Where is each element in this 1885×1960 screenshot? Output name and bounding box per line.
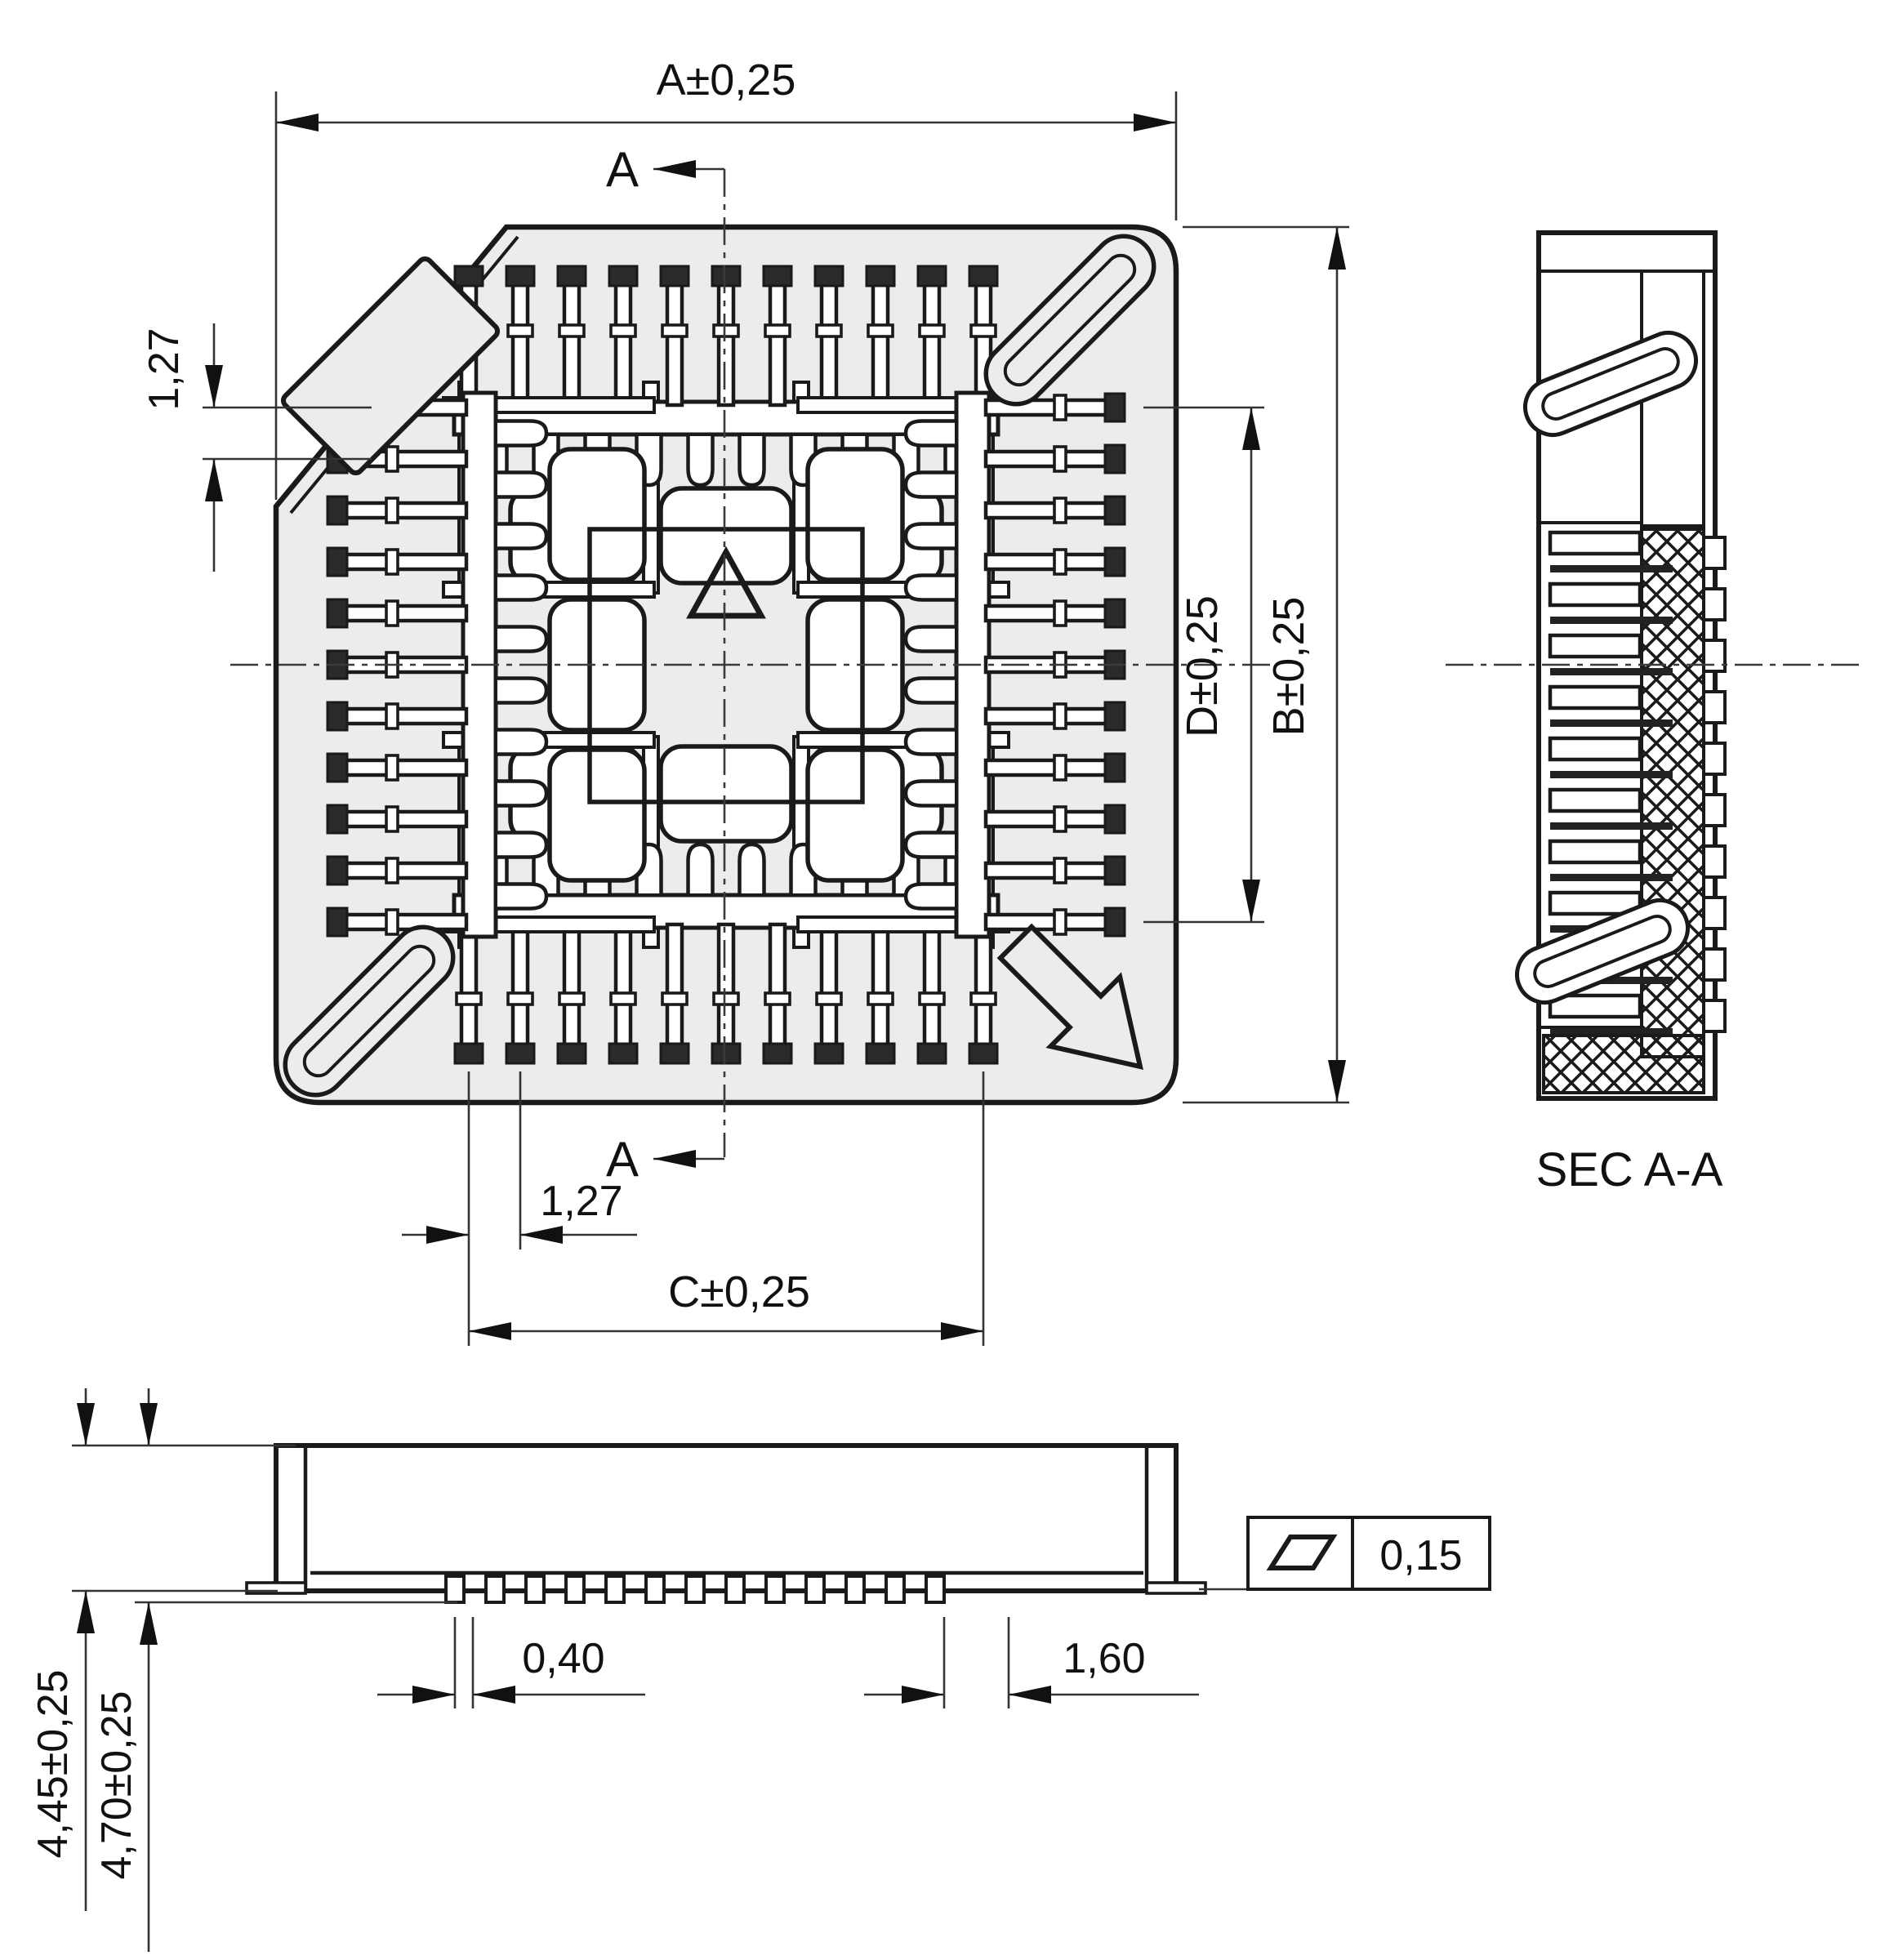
flatness-value: 0,15 bbox=[1379, 1532, 1462, 1579]
dim-standoff-label: 1,60 bbox=[1063, 1635, 1145, 1682]
section-clip-top bbox=[1523, 331, 1698, 437]
flatness-frame: 0,15 bbox=[1199, 1516, 1491, 1591]
dim-standoff-lines bbox=[864, 1617, 1199, 1708]
front-view: 4,45±0,25 4,70±0,25 0,40 1,60 0,15 bbox=[29, 1388, 1491, 1952]
section-marker-a-top: A bbox=[606, 142, 639, 197]
dim-d-lines bbox=[1143, 406, 1264, 924]
dim-a-lines bbox=[274, 91, 1178, 500]
corner-clip-bottom-left bbox=[283, 924, 456, 1098]
dim-pitch-left-label: 1,27 bbox=[140, 327, 188, 410]
flatness-symbol-cell bbox=[1246, 1516, 1354, 1591]
front-body bbox=[274, 1443, 1179, 1593]
top-view-dimensions: A±0,25 A 1,27 D±0,25 B±0,25 A 1,27 bbox=[140, 56, 1349, 1346]
plcc-top-view bbox=[230, 169, 1274, 1157]
dim-c-lines bbox=[469, 1071, 985, 1346]
index-slot bbox=[280, 256, 501, 476]
pin1-triangle-icon bbox=[686, 546, 766, 619]
dim-lead-width-label: 0,40 bbox=[522, 1635, 604, 1682]
parallelogram-flatness-icon bbox=[1266, 1535, 1338, 1570]
dim-a-label: A±0,25 bbox=[657, 56, 796, 105]
dim-pitch-bottom-lines bbox=[402, 1071, 637, 1346]
dim-pitch-left-lines bbox=[203, 323, 372, 572]
dim-b-lines bbox=[1183, 225, 1349, 1104]
dim-lead-width-lines bbox=[377, 1617, 645, 1708]
dim-pitch-bottom-label: 1,27 bbox=[540, 1178, 622, 1225]
front-lead-teeth bbox=[444, 1575, 946, 1604]
polarity-arrow bbox=[996, 923, 1143, 1070]
section-marker-a-bottom: A bbox=[606, 1132, 639, 1187]
front-inner-lines bbox=[303, 1446, 1149, 1591]
dim-b-label: B±0,25 bbox=[1264, 597, 1313, 737]
corner-clip-top-right bbox=[983, 234, 1156, 407]
flatness-value-cell bbox=[1351, 1516, 1491, 1591]
section-lead-slats bbox=[1548, 530, 1727, 1036]
section-label: SEC A-A bbox=[1536, 1143, 1723, 1196]
section-view: SEC A-A bbox=[1446, 230, 1862, 1196]
dim-d-label: D±0,25 bbox=[1178, 595, 1227, 737]
section-crosshatch-bottom bbox=[1542, 1034, 1705, 1094]
section-clip-bottom bbox=[1515, 898, 1690, 1004]
front-foot-right bbox=[1145, 1581, 1207, 1595]
dim-total-height-label: 4,70±0,25 bbox=[93, 1691, 140, 1880]
dim-body-height-label: 4,45±0,25 bbox=[29, 1670, 77, 1859]
dim-c-label: C±0,25 bbox=[668, 1267, 810, 1316]
